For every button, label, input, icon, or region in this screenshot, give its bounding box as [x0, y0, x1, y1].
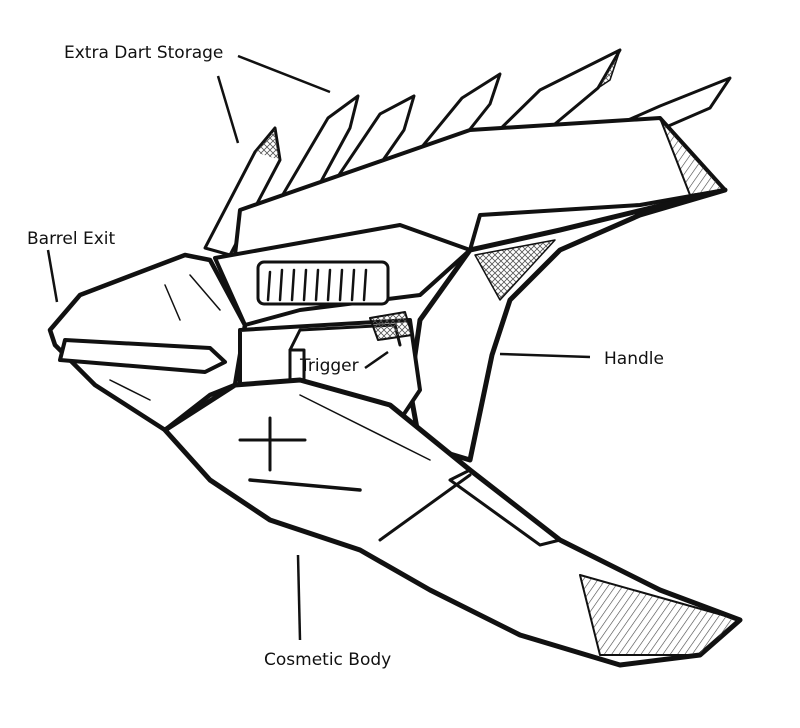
label-handle: Handle	[604, 349, 664, 369]
leader-dart-storage-2	[216, 75, 240, 144]
label-barrel-exit: Barrel Exit	[27, 229, 115, 249]
label-cosmetic-body: Cosmetic Body	[264, 650, 391, 670]
label-extra-dart-storage: Extra Dart Storage	[64, 43, 223, 63]
leader-handle	[499, 352, 591, 359]
leader-dart-storage-1	[237, 54, 331, 94]
leader-trigger	[364, 350, 389, 370]
blaster-drawing	[47, 48, 743, 668]
leader-lines	[46, 54, 591, 641]
cross-mark	[238, 416, 307, 472]
leader-barrel-exit	[46, 249, 59, 303]
label-trigger: Trigger	[299, 356, 359, 376]
leader-cosmetic-body	[296, 554, 302, 641]
